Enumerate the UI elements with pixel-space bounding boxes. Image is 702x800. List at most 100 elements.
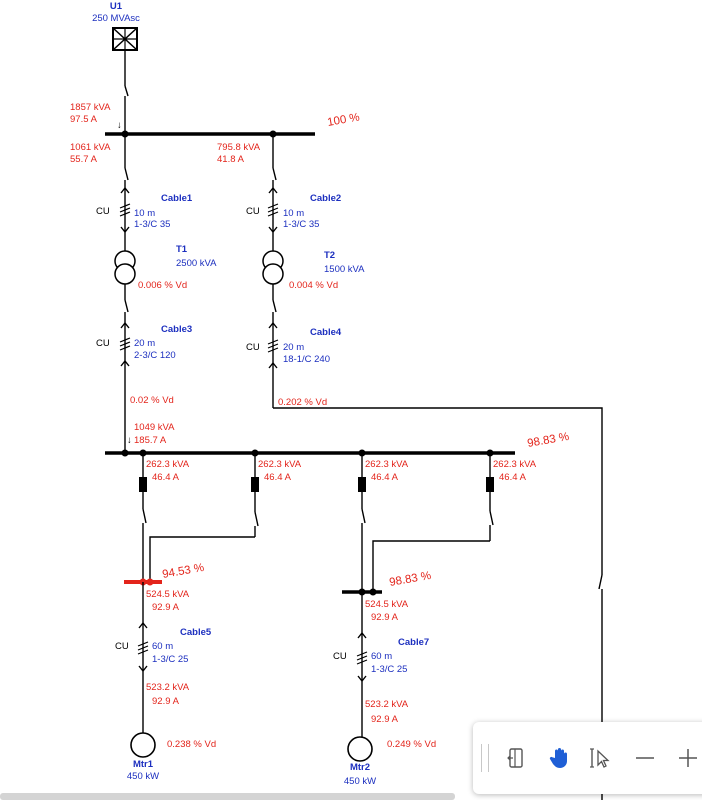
- motor-mtr2[interactable]: [347, 736, 373, 762]
- mtr2-rating: 450 kW: [344, 776, 376, 787]
- zoom-in-icon[interactable]: [670, 740, 702, 776]
- bus-b-amps: 92.9 A: [371, 612, 399, 623]
- main-incoming-kva: 1857 kVA: [70, 102, 111, 113]
- t2-voltage-drop: 0.004 % Vd: [289, 280, 338, 291]
- lv-feeder1-amps: 46.4 A: [152, 472, 180, 483]
- lv-feeder4-kva: 262.3 kVA: [493, 459, 537, 470]
- cable4-name: Cable4: [310, 327, 342, 338]
- cable2-name: Cable2: [310, 193, 341, 204]
- cable2-breaker[interactable]: [269, 167, 277, 181]
- toolbar-drag-handle[interactable]: [481, 744, 489, 772]
- cable5-name: Cable5: [180, 627, 212, 638]
- select-cursor-icon[interactable]: [585, 740, 620, 776]
- svg-text:↓: ↓: [127, 435, 132, 446]
- lv-bus-percent: 98.83 %: [526, 431, 570, 450]
- flow-arrow-icon: ↓: [117, 120, 122, 131]
- cable3-name: Cable3: [161, 324, 192, 335]
- cable7-out-kva: 523.2 kVA: [365, 699, 409, 710]
- lv-feeder4-amps: 46.4 A: [499, 472, 527, 483]
- bus-b-percent: 98.83 %: [388, 570, 432, 589]
- utility-rating: 250 MVAsc: [92, 13, 140, 24]
- cable4-voltage-drop: 0.202 % Vd: [278, 397, 327, 408]
- lv-incoming-amps: 185.7 A: [134, 435, 167, 446]
- main-right-feeder-kva: 795.8 kVA: [217, 142, 261, 153]
- cable5-out-amps: 92.9 A: [152, 696, 180, 707]
- panel-toggle-icon[interactable]: [499, 740, 534, 776]
- mtr1-voltage-drop: 0.238 % Vd: [167, 739, 216, 750]
- lv-feeder2-amps: 46.4 A: [264, 472, 292, 483]
- feeder1-fuse[interactable]: [139, 477, 147, 492]
- cable4-symbol[interactable]: [267, 339, 279, 353]
- cable4-material: CU: [246, 342, 260, 353]
- feeder2-breaker[interactable]: [251, 511, 259, 527]
- lv-incoming-kva: 1049 kVA: [134, 422, 175, 433]
- feeder2-fuse[interactable]: [251, 477, 259, 492]
- lv-feeder3-kva: 262.3 kVA: [365, 459, 409, 470]
- right-riser-breaker[interactable]: [598, 574, 606, 590]
- cable5-size: 1-3/C 25: [152, 654, 188, 665]
- cable7-symbol[interactable]: [356, 651, 368, 665]
- bus-a-percent: 94.53 %: [161, 562, 205, 581]
- transformer-t2[interactable]: [262, 250, 284, 285]
- feeder3-fuse[interactable]: [358, 477, 366, 492]
- bus-a-kva: 524.5 kVA: [146, 589, 190, 600]
- viewer-toolbar: [473, 722, 702, 794]
- cable3-material: CU: [96, 338, 110, 349]
- cable2-symbol[interactable]: [267, 203, 279, 217]
- cable5-symbol[interactable]: [137, 641, 149, 655]
- main-left-feeder-amps: 55.7 A: [70, 154, 98, 165]
- feeder3-breaker[interactable]: [358, 508, 366, 524]
- pan-hand-icon[interactable]: [542, 740, 577, 776]
- zoom-out-icon[interactable]: [627, 740, 662, 776]
- cable3-length: 20 m: [134, 338, 155, 349]
- cable7-size: 1-3/C 25: [371, 664, 407, 675]
- cable4-return-wire: [273, 407, 603, 800]
- t2-name: T2: [324, 250, 335, 261]
- cable4-size: 18-1/C 240: [283, 354, 330, 365]
- cable4-breaker[interactable]: [269, 299, 277, 313]
- cable3-size: 2-3/C 120: [134, 350, 176, 361]
- horizontal-scrollbar[interactable]: [0, 793, 455, 800]
- cable1-material: CU: [96, 206, 110, 217]
- cable1-length: 10 m: [134, 208, 155, 219]
- main-right-feeder-amps: 41.8 A: [217, 154, 245, 165]
- cable1-breaker[interactable]: [121, 167, 129, 181]
- cable5-material: CU: [115, 641, 129, 652]
- lv-feeder3-amps: 46.4 A: [371, 472, 399, 483]
- cable4-length: 20 m: [283, 342, 304, 353]
- cable1-name: Cable1: [161, 193, 193, 204]
- transformer-t1[interactable]: [114, 250, 136, 285]
- cable1-symbol[interactable]: [119, 203, 131, 217]
- lv-feeder1-kva: 262.3 kVA: [146, 459, 190, 470]
- cable2-length: 10 m: [283, 208, 304, 219]
- cable5-out-kva: 523.2 kVA: [146, 682, 190, 693]
- main-left-feeder-kva: 1061 kVA: [70, 142, 111, 153]
- cable3-symbol[interactable]: [119, 337, 131, 351]
- motor-mtr1[interactable]: [130, 732, 156, 758]
- main-breaker-switch[interactable]: [121, 85, 129, 97]
- bus-b-kva: 524.5 kVA: [365, 599, 409, 610]
- cable7-name: Cable7: [398, 637, 429, 648]
- utility-source-symbol[interactable]: [112, 27, 138, 51]
- cable7-material: CU: [333, 651, 347, 662]
- cable7-length: 60 m: [371, 651, 392, 662]
- cable7-out-amps: 92.9 A: [371, 714, 399, 725]
- t1-name: T1: [176, 244, 188, 255]
- mtr2-voltage-drop: 0.249 % Vd: [387, 739, 436, 750]
- cable2-size: 1-3/C 35: [283, 219, 319, 230]
- bus-a-amps: 92.9 A: [152, 602, 180, 613]
- feeder4-fuse[interactable]: [486, 477, 494, 492]
- cable3-voltage-drop: 0.02 % Vd: [130, 395, 174, 406]
- t1-voltage-drop: 0.006 % Vd: [138, 280, 187, 291]
- mtr2-name: Mtr2: [350, 762, 370, 773]
- mtr1-name: Mtr1: [133, 759, 154, 770]
- cable3-breaker[interactable]: [121, 299, 129, 313]
- feeder1-breaker[interactable]: [139, 508, 147, 524]
- cable5-length: 60 m: [152, 641, 173, 652]
- cable2-material: CU: [246, 206, 260, 217]
- mtr1-rating: 450 kW: [127, 771, 159, 782]
- cable1-size: 1-3/C 35: [134, 219, 170, 230]
- feeder4-breaker[interactable]: [486, 510, 494, 526]
- t1-rating: 2500 kVA: [176, 258, 217, 269]
